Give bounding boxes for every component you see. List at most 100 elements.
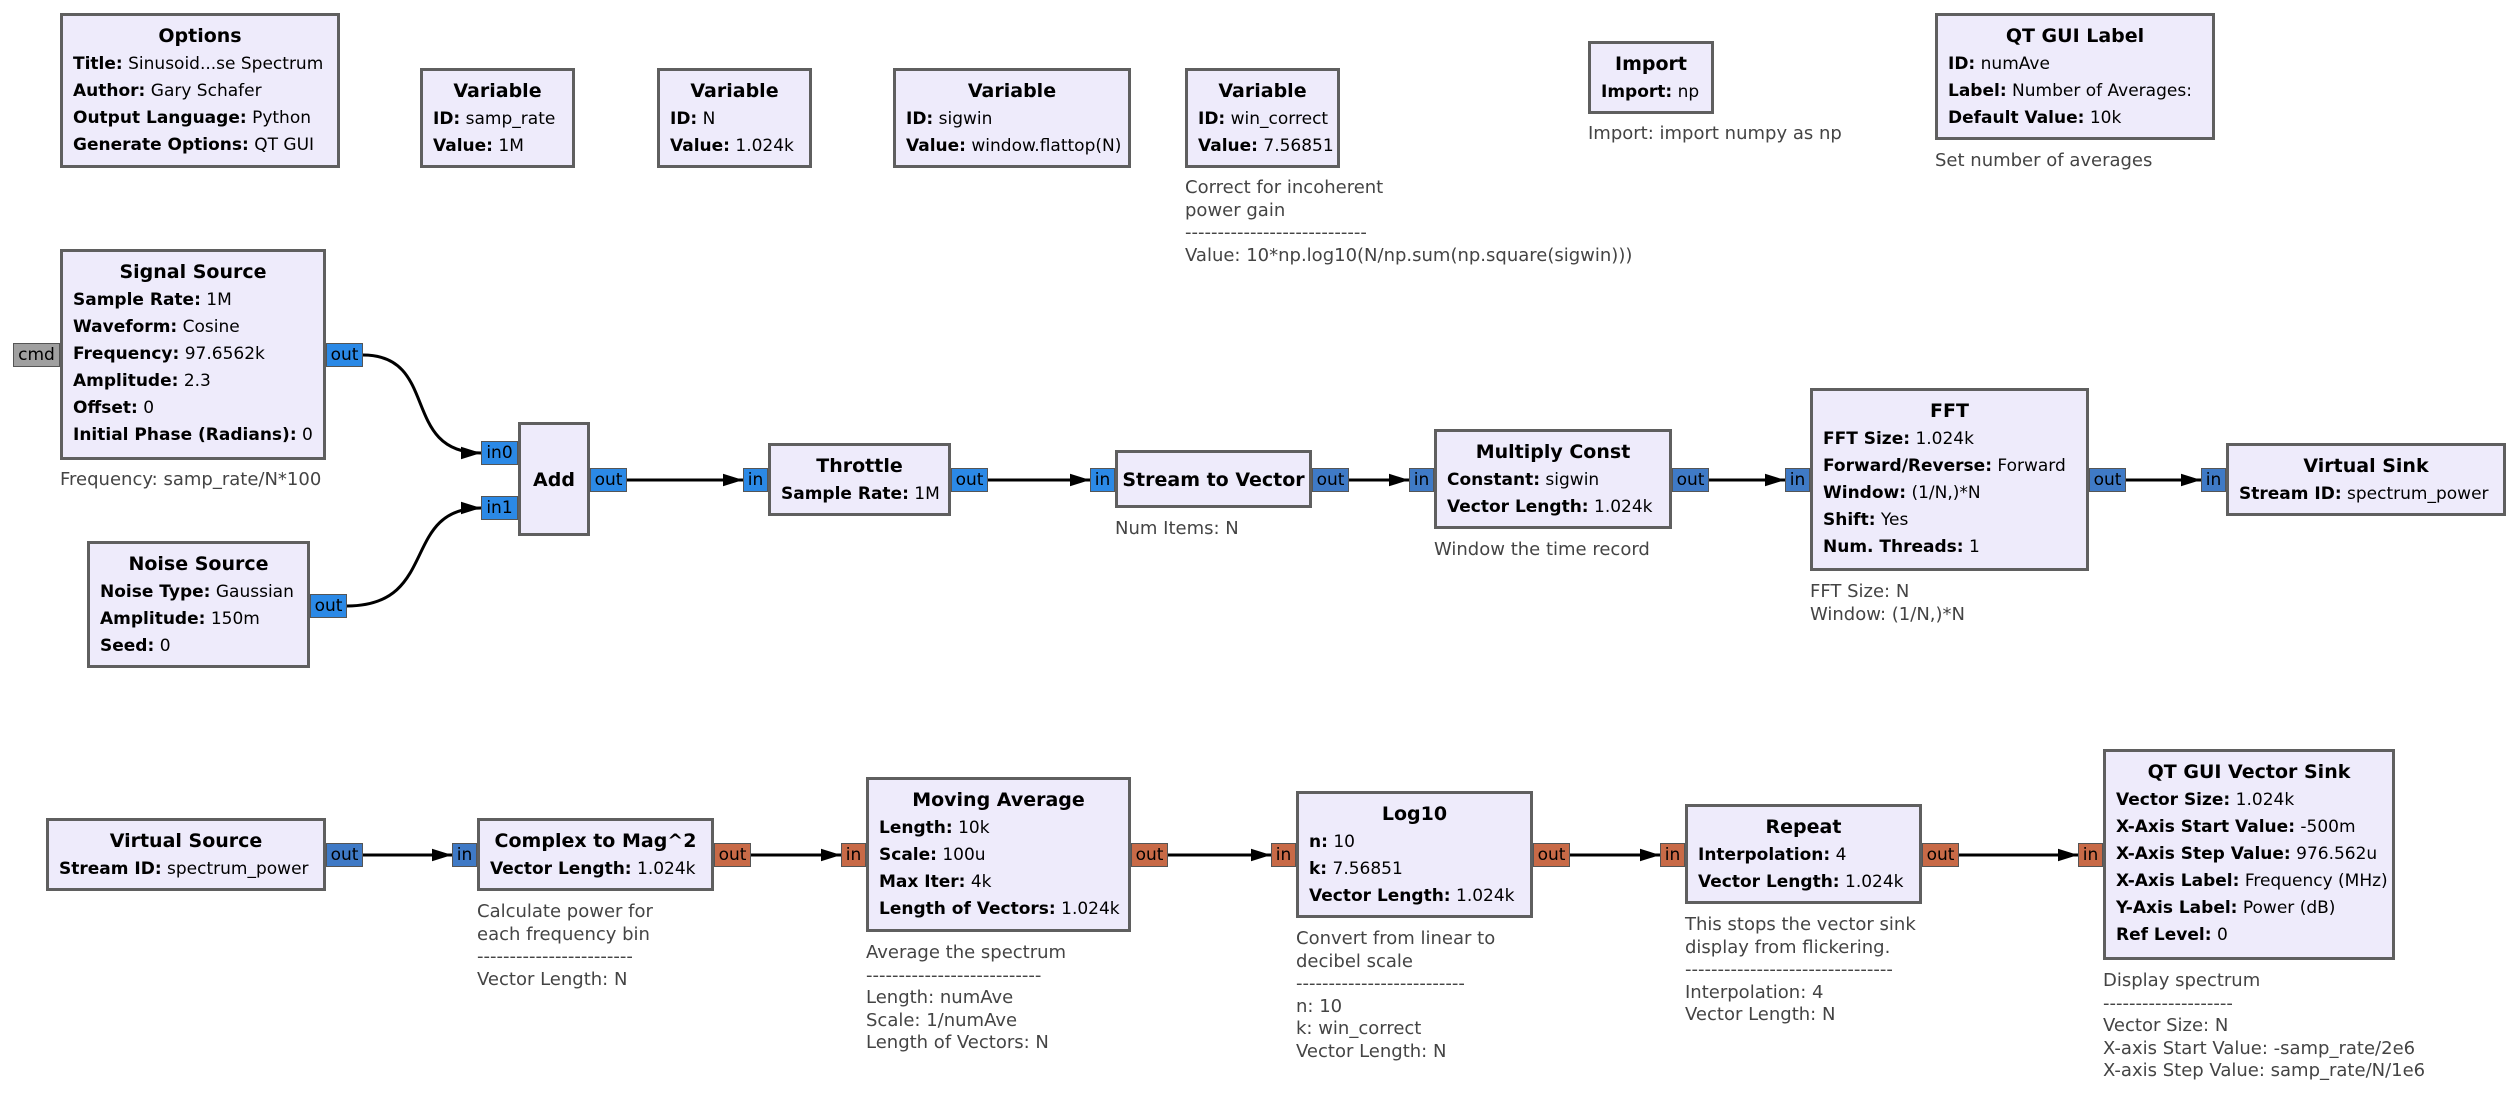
virtual-source-out-port[interactable]: out xyxy=(326,843,363,867)
param-value: 150m xyxy=(210,609,260,629)
complex-to-mag2-out-port[interactable]: out xyxy=(714,843,751,867)
param-value: 1.024k xyxy=(735,136,794,156)
signal-source-out-connection[interactable] xyxy=(362,353,482,460)
param-value: 1.024k xyxy=(1456,886,1515,906)
qt-gui-vector-sink-in-port[interactable]: in xyxy=(2078,843,2103,867)
param-key: Value: xyxy=(906,136,966,156)
param-key: Length of Vectors: xyxy=(879,899,1056,919)
fft-out-port[interactable]: out xyxy=(2089,468,2126,492)
param-row: Interpolation: 4 xyxy=(1698,842,1909,869)
param-key: Default Value: xyxy=(1948,108,2085,128)
param-row: Frequency: 97.6562k xyxy=(73,341,313,368)
add-out-port[interactable]: out xyxy=(590,468,627,492)
param-value: Number of Averages: xyxy=(2012,81,2192,101)
stream-to-vector-in-port[interactable]: in xyxy=(1090,468,1115,492)
signal-source-cmd-port[interactable]: cmd xyxy=(13,343,60,367)
param-value: samp_rate xyxy=(465,109,556,129)
param-value: 1.024k xyxy=(2235,790,2295,810)
block-title: Add xyxy=(533,469,575,491)
param-value: 7.56851 xyxy=(1263,136,1334,156)
add-block[interactable]: Add xyxy=(518,422,590,536)
param-row: Vector Length: 1.024k xyxy=(1698,869,1909,896)
stream-to-vector-block[interactable]: Stream to Vector xyxy=(1115,450,1312,508)
log10-in-port[interactable]: in xyxy=(1271,843,1296,867)
add-in1-port[interactable]: in1 xyxy=(481,496,518,520)
signal-source-out-port[interactable]: out xyxy=(326,343,363,367)
block-title: Stream to Vector xyxy=(1122,469,1305,491)
moving-average-out-port[interactable]: out xyxy=(1131,843,1168,867)
repeat-out-port[interactable]: out xyxy=(1922,843,1959,867)
qt-gui-label-comment: Set number of averages xyxy=(1935,150,2153,171)
noise-source-out-connection[interactable] xyxy=(346,501,482,608)
param-key: Vector Size: xyxy=(2116,790,2231,810)
param-value: 1M xyxy=(914,484,940,504)
multiply-const-in-port[interactable]: in xyxy=(1409,468,1434,492)
win-correct-comment: Correct for incoherent power gain ------… xyxy=(1185,177,1633,266)
param-row: Window: (1/N,)*N xyxy=(1823,480,2076,507)
param-row: Stream ID: spectrum_power xyxy=(59,856,313,883)
block-title: Log10 xyxy=(1381,803,1448,825)
param-key: ID: xyxy=(670,109,698,129)
param-row: Value: window.flattop(N) xyxy=(906,133,1121,160)
param-key: Value: xyxy=(670,136,730,156)
moving-average-in-port[interactable]: in xyxy=(841,843,866,867)
stream-to-vector-out-port[interactable]: out xyxy=(1312,468,1349,492)
block-title: Throttle xyxy=(816,455,903,477)
fft-in-port[interactable]: in xyxy=(1785,468,1810,492)
complex-to-mag2-in-port[interactable]: in xyxy=(452,843,477,867)
param-value: Gary Schafer xyxy=(150,81,262,101)
param-key: Vector Length: xyxy=(490,859,632,879)
param-row: n: 10 xyxy=(1309,829,1520,856)
param-value: 7.56851 xyxy=(1332,859,1403,879)
param-key: Vector Length: xyxy=(1309,886,1451,906)
param-value: 1M xyxy=(206,290,232,310)
param-value: 1M xyxy=(498,136,524,156)
repeat-in-port[interactable]: in xyxy=(1660,843,1685,867)
throttle-out-port[interactable]: out xyxy=(951,468,988,492)
throttle-in-port[interactable]: in xyxy=(743,468,768,492)
param-key: Constant: xyxy=(1447,470,1541,490)
param-value: 0 xyxy=(2216,925,2228,945)
noise-source-out-port[interactable]: out xyxy=(310,594,347,618)
param-key: Ref Level: xyxy=(2116,925,2212,945)
param-key: X-Axis Step Value: xyxy=(2116,844,2291,864)
param-row: Scale: 100u xyxy=(879,842,1118,869)
virtual-sink-in-port[interactable]: in xyxy=(2201,468,2226,492)
param-value: N xyxy=(702,109,716,129)
param-row: Sample Rate: 1M xyxy=(73,287,313,314)
param-value: 1.024k xyxy=(1061,899,1120,919)
param-row: k: 7.56851 xyxy=(1309,856,1520,883)
param-value: 0 xyxy=(302,425,313,445)
add-in0-port[interactable]: in0 xyxy=(481,441,518,465)
block-title: Variable xyxy=(967,80,1057,102)
param-value: (1/N,)*N xyxy=(1911,483,1981,503)
stream-to-vector-comment: Num Items: N xyxy=(1115,518,1239,539)
param-row: Author: Gary Schafer xyxy=(73,78,327,105)
log10-out-port[interactable]: out xyxy=(1533,843,1570,867)
param-row: ID: samp_rate xyxy=(433,106,562,133)
param-value: -500m xyxy=(2300,817,2356,837)
param-value: sigwin xyxy=(1545,470,1600,490)
param-value: 1.024k xyxy=(1594,497,1653,517)
multiply-const-out-port[interactable]: out xyxy=(1672,468,1709,492)
